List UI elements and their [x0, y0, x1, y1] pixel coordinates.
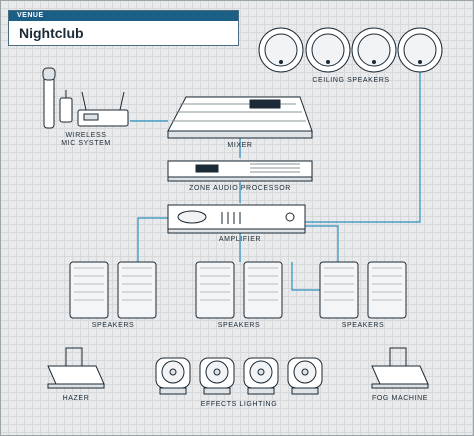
label-speakers-right: SPEAKERS: [341, 322, 385, 329]
fog-machine: [371, 347, 429, 389]
speakers-center-pair: [195, 261, 283, 319]
ceiling-speaker-3: [351, 27, 397, 73]
effects-lighting: [155, 357, 323, 395]
label-effects-lighting: EFFECTS LIGHTING: [200, 401, 278, 408]
ceiling-speaker-4: [397, 27, 443, 73]
speakers-left-pair: [69, 261, 157, 319]
label-fog-machine: FOG MACHINE: [372, 395, 428, 402]
hazer: [47, 347, 105, 389]
venue-panel: VENUE Nightclub: [8, 10, 239, 46]
venue-strip: VENUE: [9, 11, 238, 21]
ceiling-speaker-1: [258, 27, 304, 73]
cable-lines: [130, 62, 421, 291]
label-ceiling-speakers: CEILING SPEAKERS: [312, 77, 390, 84]
amplifier: [167, 204, 306, 234]
label-mic-system: MIC SYSTEM: [61, 140, 111, 147]
cable-amp-to-right-speakers-a: [305, 225, 339, 262]
venue-label: VENUE: [17, 12, 44, 19]
moving-head-3: [243, 357, 279, 395]
wireless-mic-system: [42, 67, 129, 129]
label-hazer: HAZER: [62, 395, 90, 402]
label-amplifier: AMPLIFIER: [218, 236, 262, 243]
moving-head-2: [199, 357, 235, 395]
label-zone-audio-processor: ZONE AUDIO PROCESSOR: [189, 185, 291, 192]
cable-ceiling-to-amplifier: [305, 62, 421, 223]
label-mixer: MIXER: [227, 142, 253, 149]
zone-audio-processor: [167, 160, 313, 182]
ceiling-speaker-2: [305, 27, 351, 73]
venue-name: Nightclub: [19, 25, 84, 41]
label-speakers-center: SPEAKERS: [217, 322, 261, 329]
label-speakers-left: SPEAKERS: [91, 322, 135, 329]
moving-head-4: [287, 357, 323, 395]
mixer: [167, 96, 313, 139]
moving-head-1: [155, 357, 191, 395]
cable-amp-to-right-speakers-b: [291, 262, 320, 291]
speakers-right-pair: [319, 261, 407, 319]
cable-amp-to-left-speakers: [137, 217, 168, 262]
ceiling-speakers: [258, 27, 443, 73]
label-wireless: WIRELESS: [65, 132, 107, 139]
